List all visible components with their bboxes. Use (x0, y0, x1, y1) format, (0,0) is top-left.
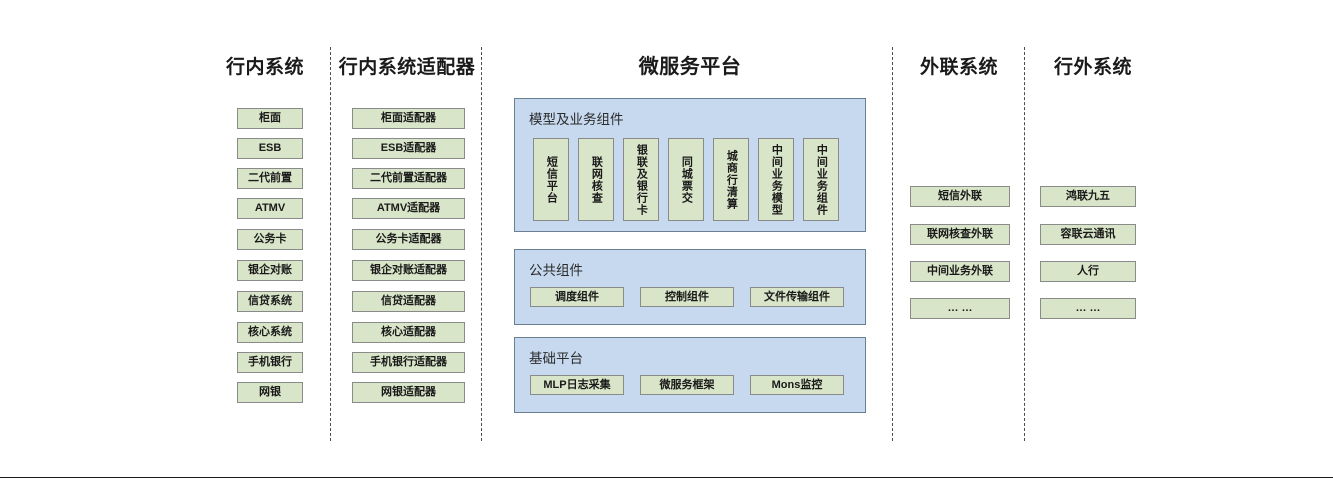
node-internal-adapter[interactable]: 核心适配器 (352, 322, 465, 343)
node-internal-adapter[interactable]: 柜面适配器 (352, 108, 465, 129)
column-title-external-link-systems: 外联系统 (919, 57, 998, 78)
panel-title-model-business-components: 模型及业务组件 (529, 112, 624, 127)
bottom-rule (0, 477, 1333, 478)
node-public-component[interactable]: 文件传输组件 (750, 287, 844, 307)
divider-external-outside (1024, 47, 1025, 441)
node-internal-adapter[interactable]: 网银适配器 (352, 382, 465, 403)
node-model-component[interactable]: 中间业务组件 (803, 138, 839, 221)
panel-title-public-components: 公共组件 (529, 263, 583, 278)
node-internal-system[interactable]: 网银 (237, 382, 303, 403)
node-external-link-system[interactable]: 中间业务外联 (910, 261, 1010, 282)
divider-internal-adapter (330, 47, 331, 441)
node-outside-bank-system[interactable]: … … (1040, 298, 1136, 319)
node-internal-system[interactable]: ESB (237, 138, 303, 159)
node-model-component[interactable]: 银联及银行卡 (623, 138, 659, 221)
node-model-component[interactable]: 同城票交 (668, 138, 704, 221)
panel-title-base-platform: 基础平台 (529, 351, 583, 366)
node-internal-adapter[interactable]: ATMV适配器 (352, 198, 465, 219)
column-title-internal-adapters: 行内系统适配器 (338, 57, 476, 78)
node-internal-system[interactable]: ATMV (237, 198, 303, 219)
node-model-component[interactable]: 城商行清算 (713, 138, 749, 221)
divider-adapter-platform (481, 47, 482, 441)
node-outside-bank-system[interactable]: 鸿联九五 (1040, 186, 1136, 207)
node-outside-bank-system[interactable]: 容联云通讯 (1040, 224, 1136, 245)
node-public-component[interactable]: 控制组件 (640, 287, 734, 307)
node-internal-system[interactable]: 柜面 (237, 108, 303, 129)
node-internal-system[interactable]: 银企对账 (237, 260, 303, 281)
column-title-outside-bank-systems: 行外系统 (1053, 57, 1132, 78)
node-external-link-system[interactable]: … … (910, 298, 1010, 319)
node-internal-adapter[interactable]: 信贷适配器 (352, 291, 465, 312)
node-base-platform-component[interactable]: 微服务框架 (640, 375, 734, 395)
node-model-component[interactable]: 中间业务模型 (758, 138, 794, 221)
node-internal-system[interactable]: 二代前置 (237, 168, 303, 189)
node-base-platform-component[interactable]: Mons监控 (750, 375, 844, 395)
node-model-component[interactable]: 联网核查 (578, 138, 614, 221)
column-title-microservice-platform: 微服务平台 (638, 56, 742, 78)
node-internal-system[interactable]: 信贷系统 (237, 291, 303, 312)
node-internal-adapter[interactable]: ESB适配器 (352, 138, 465, 159)
node-internal-adapter[interactable]: 手机银行适配器 (352, 352, 465, 373)
node-internal-adapter[interactable]: 银企对账适配器 (352, 260, 465, 281)
node-public-component[interactable]: 调度组件 (530, 287, 624, 307)
node-internal-adapter[interactable]: 二代前置适配器 (352, 168, 465, 189)
divider-platform-external (892, 47, 893, 441)
column-title-internal-systems: 行内系统 (225, 57, 304, 78)
node-internal-system[interactable]: 公务卡 (237, 229, 303, 250)
node-internal-system[interactable]: 手机银行 (237, 352, 303, 373)
node-external-link-system[interactable]: 联网核查外联 (910, 224, 1010, 245)
node-external-link-system[interactable]: 短信外联 (910, 186, 1010, 207)
node-model-component[interactable]: 短信平台 (533, 138, 569, 221)
node-base-platform-component[interactable]: MLP日志采集 (530, 375, 624, 395)
node-internal-system[interactable]: 核心系统 (237, 322, 303, 343)
node-internal-adapter[interactable]: 公务卡适配器 (352, 229, 465, 250)
node-outside-bank-system[interactable]: 人行 (1040, 261, 1136, 282)
